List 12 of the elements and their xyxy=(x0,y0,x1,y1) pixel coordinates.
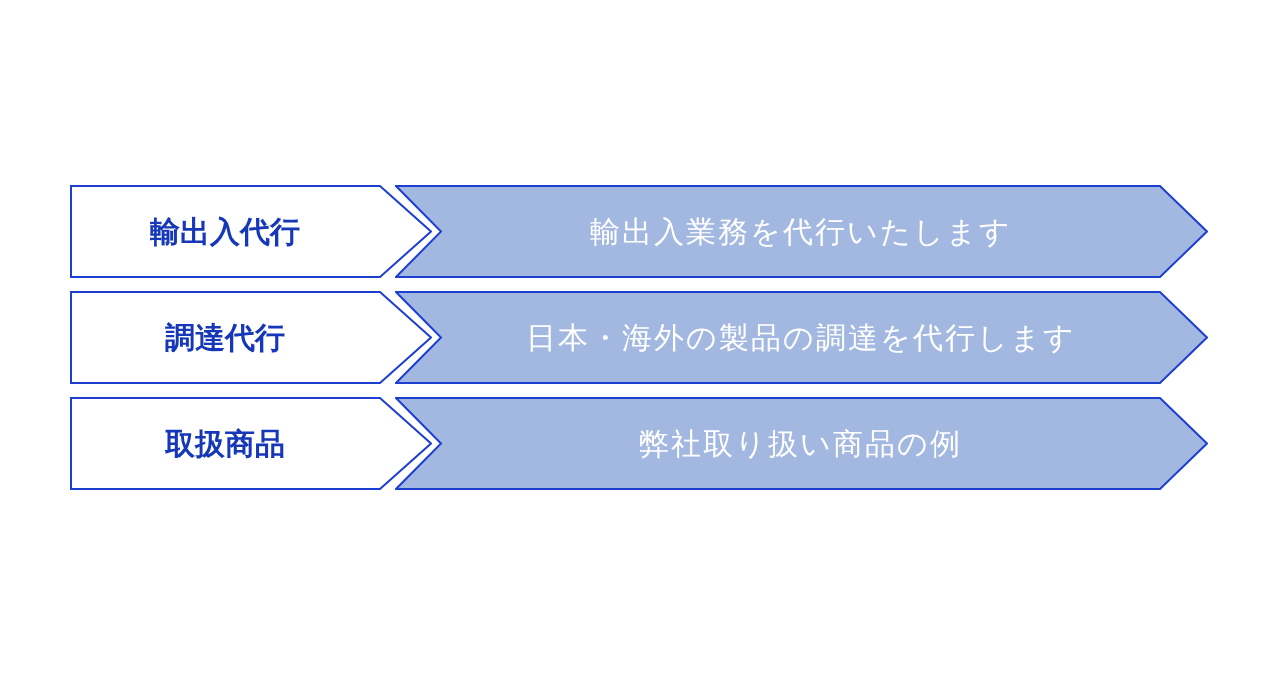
pentagon-arrow-shape xyxy=(70,291,432,384)
pentagon-arrow-shape xyxy=(70,185,432,278)
row-title: 輸出入代行 xyxy=(150,213,300,251)
pentagon-arrow-shape xyxy=(70,397,432,490)
chevron-arrow-shape xyxy=(395,185,1208,278)
row-description: 輸出入業務を代行いたします xyxy=(589,213,1012,251)
row-description: 弊社取り扱い商品の例 xyxy=(639,425,962,463)
row-title: 調達代行 xyxy=(165,319,285,357)
chevron-arrow-shape xyxy=(395,291,1208,384)
chevron-arrow-shape xyxy=(395,397,1208,490)
row-description: 日本・海外の製品の調達を代行します xyxy=(525,319,1076,357)
row-title: 取扱商品 xyxy=(165,425,285,463)
